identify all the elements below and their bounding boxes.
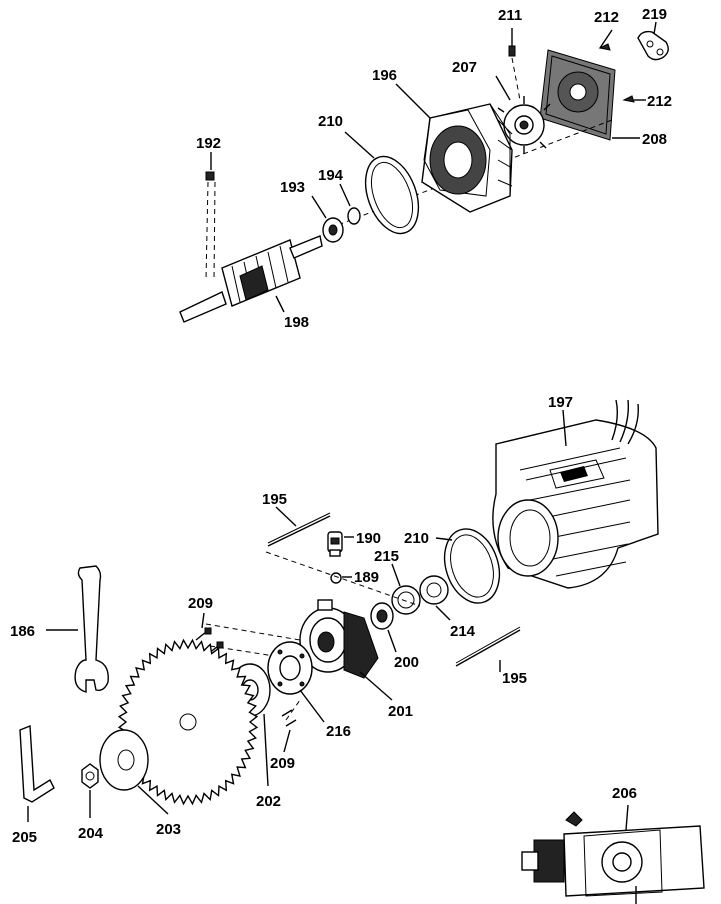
label-201: 201: [388, 703, 413, 720]
label-190: 190: [356, 530, 381, 547]
label-202: 202: [256, 793, 281, 810]
part-209-screws-lower: [281, 709, 297, 753]
part-219-clip: [637, 21, 669, 61]
label-212-upper: 212: [594, 9, 619, 26]
part-189-nut: [330, 572, 352, 584]
label-198: 198: [284, 314, 309, 331]
label-192: 192: [196, 135, 221, 152]
part-198-rotor: [179, 235, 323, 323]
part-211-screw: [508, 28, 521, 101]
part-190-knob: [327, 531, 354, 557]
label-193: 193: [280, 179, 305, 196]
label-206: 206: [612, 785, 637, 802]
part-193-bearing: [311, 195, 344, 243]
part-196-end-housing: [395, 83, 513, 213]
label-197: 197: [548, 394, 573, 411]
part-212-screw-lower: [622, 95, 646, 103]
part-207-fan: [495, 75, 551, 154]
part-214-plate: [419, 575, 451, 621]
label-211: 211: [498, 7, 522, 24]
label-205: 205: [12, 829, 37, 846]
label-195-lower: 195: [502, 670, 527, 687]
part-216-flange: [267, 641, 325, 723]
part-205-allen-key: [19, 724, 55, 822]
label-203: 203: [156, 821, 181, 838]
part-208-fan-cover: [539, 49, 640, 141]
label-215: 215: [374, 548, 399, 565]
label-194: 194: [318, 167, 344, 184]
label-214: 214: [450, 623, 476, 640]
part-203-outer-collar: [99, 729, 169, 815]
part-210-ring-lower: [435, 528, 501, 604]
part-210-ring-top: [344, 131, 420, 235]
label-189: 189: [354, 569, 379, 586]
label-209-upper: 209: [188, 595, 213, 612]
label-212-lower: 212: [647, 93, 672, 110]
part-197-motor-housing: [492, 399, 659, 589]
part-215-gasket: [391, 563, 421, 615]
part-195-rod-upper: [267, 506, 331, 547]
saw-blade: [117, 638, 259, 806]
label-210-lower: 210: [404, 530, 429, 547]
part-186-wrench: [46, 565, 109, 693]
label-204: 204: [78, 825, 104, 842]
label-219: 219: [642, 6, 667, 23]
part-192-key: [205, 152, 216, 281]
label-210-top: 210: [318, 113, 343, 130]
label-200: 200: [394, 654, 419, 671]
label-186: 186: [10, 623, 35, 640]
part-200-bearing: [370, 602, 397, 653]
part-194-clip: [339, 183, 361, 225]
label-208: 208: [642, 131, 667, 148]
part-195-rod-lower: [455, 626, 521, 672]
label-195-upper: 195: [262, 491, 287, 508]
part-204-nut: [81, 763, 99, 818]
part-201-gear-housing: [299, 599, 393, 701]
part-206-motor-unit: [521, 804, 705, 904]
label-216: 216: [326, 723, 351, 740]
label-209-lower: 209: [270, 755, 295, 772]
label-207: 207: [452, 59, 477, 76]
label-196: 196: [372, 67, 397, 84]
part-212-screw-upper: [598, 29, 613, 51]
